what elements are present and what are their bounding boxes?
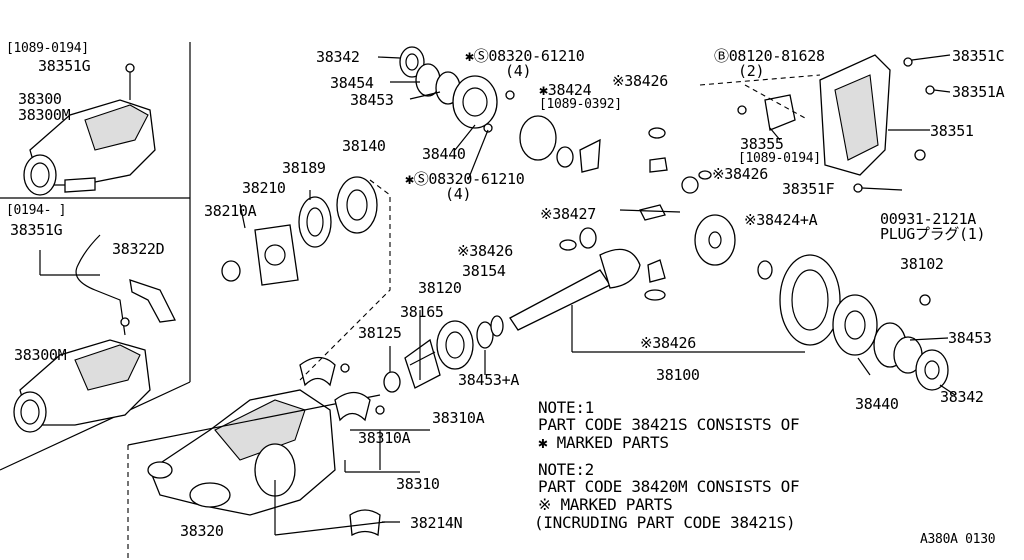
label-38300M-upper: 38300M xyxy=(18,106,71,124)
label-bolt-08320-upper: ✱Ⓢ08320-61210 xyxy=(465,47,585,65)
label-38322D: 38322D xyxy=(112,240,165,258)
label-range-1089-0194-right: [1089-0194] xyxy=(738,151,821,166)
label-38351A: 38351A xyxy=(952,83,1005,101)
label-38424A: ※38424+A xyxy=(744,211,818,229)
note2-line2: ※ MARKED PARTS xyxy=(538,495,673,514)
rear-cover xyxy=(699,54,935,193)
note2-title: NOTE:2 xyxy=(538,460,594,479)
label-38454: 38454 xyxy=(330,74,374,92)
label-38342-upper: 38342 xyxy=(316,48,360,66)
label-38351G-lower: 38351G xyxy=(10,221,63,239)
label-38140: 38140 xyxy=(342,137,386,155)
label-38426-middle: ※38426 xyxy=(457,242,513,260)
label-38426-right: ※38426 xyxy=(712,165,768,183)
label-38351: 38351 xyxy=(930,122,974,140)
label-range-1089-0392: [1089-0392] xyxy=(539,97,622,112)
label-38453-upper: 38453 xyxy=(350,91,394,109)
label-qty-2: (2) xyxy=(738,62,765,80)
note1-title: NOTE:1 xyxy=(538,398,594,417)
carrier-case xyxy=(127,389,381,560)
label-38351C: 38351C xyxy=(952,47,1005,65)
note1-line1: PART CODE 38421S CONSISTS OF xyxy=(538,415,800,434)
note2-line3: (INCRUDING PART CODE 38421S) xyxy=(534,513,796,532)
label-38300M-lower: 38300M xyxy=(14,346,67,364)
label-plug-text: PLUGプラグ(1) xyxy=(880,225,986,243)
label-qty-4-lower: (4) xyxy=(445,185,472,203)
label-38351F: 38351F xyxy=(782,180,835,198)
label-38310A-lower: 38310A xyxy=(358,429,411,447)
label-38355: 38355 xyxy=(740,135,784,153)
carrier-assembly-lower xyxy=(13,234,176,433)
label-38214N: 38214N xyxy=(410,514,463,532)
label-38189: 38189 xyxy=(282,159,326,177)
label-38210: 38210 xyxy=(242,179,286,197)
label-38453-lower: 38453 xyxy=(948,329,992,347)
carrier-assembly-upper xyxy=(23,63,156,196)
inset-frame xyxy=(0,42,191,471)
label-38440-upper: 38440 xyxy=(422,145,466,163)
label-range-upper: [1089-0194] xyxy=(6,41,89,56)
label-range-lower: [0194- ] xyxy=(6,203,67,218)
label-38426-top: ※38426 xyxy=(612,72,668,90)
pinion-flange-group xyxy=(221,176,391,381)
label-38453A: 38453+A xyxy=(458,371,520,389)
drive-pinion-group xyxy=(383,248,641,393)
label-38440-lower: 38440 xyxy=(855,395,899,413)
label-38165: 38165 xyxy=(400,303,444,321)
ring-gear-group xyxy=(779,254,949,391)
label-38300: 38300 xyxy=(18,90,62,108)
label-38154: 38154 xyxy=(462,262,506,280)
label-plug-code: 00931-2121A xyxy=(880,210,977,228)
label-38427: ※38427 xyxy=(540,205,596,223)
label-38310: 38310 xyxy=(396,475,440,493)
label-38424: ✱38424 xyxy=(539,81,592,99)
label-38100: 38100 xyxy=(656,366,700,384)
label-38426-lower: ※38426 xyxy=(640,334,696,352)
label-38342-lower: 38342 xyxy=(940,388,984,406)
label-bolt-08320-lower: ✱Ⓢ08320-61210 xyxy=(405,170,525,188)
bearing-caps xyxy=(299,356,385,537)
label-38102: 38102 xyxy=(900,255,944,273)
label-38125: 38125 xyxy=(358,324,402,342)
note1-line2: ✱ MARKED PARTS xyxy=(538,433,669,452)
label-38120: 38120 xyxy=(418,279,462,297)
label-38310A-upper: 38310A xyxy=(432,409,485,427)
label-bolt-08120: Ⓑ08120-81628 xyxy=(714,47,825,65)
label-38320: 38320 xyxy=(180,522,224,540)
label-38351G-upper: 38351G xyxy=(38,57,91,75)
drawing-code: A380A 0130 xyxy=(920,532,996,547)
label-38210A: 38210A xyxy=(204,202,257,220)
leader-lines xyxy=(239,54,956,536)
label-qty-4-upper: (4) xyxy=(505,62,532,80)
note2-line1: PART CODE 38420M CONSISTS OF xyxy=(538,477,800,496)
side-bearing-group-upper xyxy=(399,46,773,301)
